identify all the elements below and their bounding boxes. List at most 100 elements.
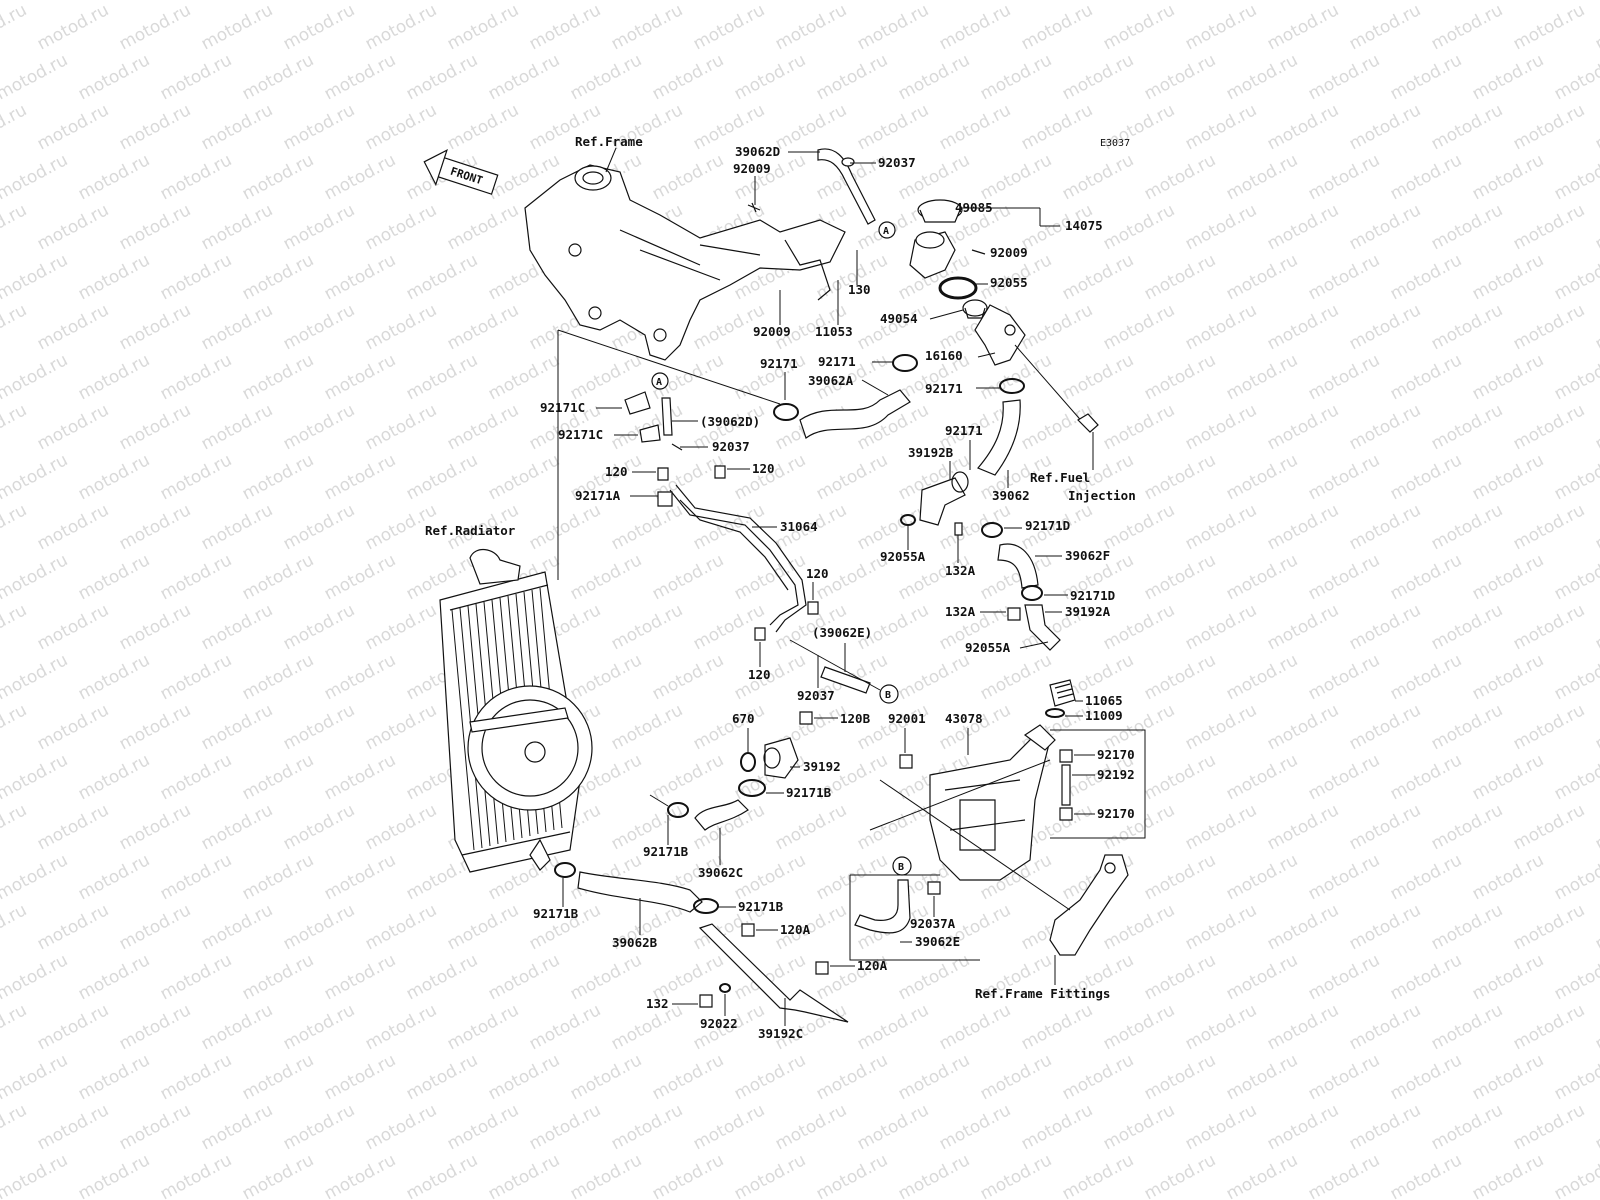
watermark-text: motod.ru <box>1059 1050 1137 1104</box>
ref-radiator-label: Ref.Radiator <box>425 523 516 538</box>
label-11065: 11065 <box>1085 693 1123 708</box>
clamp-92171B-d <box>693 898 719 914</box>
watermark-text: motod.ru <box>813 50 891 104</box>
label-120-d: 120 <box>748 667 771 682</box>
watermark-text: motod.ru <box>1141 950 1219 1004</box>
watermark-text: motod.ru <box>239 250 317 304</box>
clamp-92171C-b <box>639 424 661 443</box>
watermark-text: motod.ru <box>157 0 235 4</box>
watermark-text: motod.ru <box>34 100 112 154</box>
watermark-text: motod.ru <box>0 50 71 104</box>
watermark-text: motod.ru <box>34 300 112 354</box>
watermark-text: motod.ru <box>1387 50 1465 104</box>
label-39062A: 39062A <box>808 373 854 388</box>
watermark-text: motod.ru <box>485 0 563 4</box>
watermark-text: motod.ru <box>239 550 317 604</box>
watermark-text: motod.ru <box>1346 800 1424 854</box>
watermark-text: motod.ru <box>1059 50 1137 104</box>
hose-39062D <box>817 148 876 225</box>
watermark-text: motod.ru <box>1428 200 1506 254</box>
watermark-text: motod.ru <box>1346 100 1424 154</box>
watermark-text: motod.ru <box>1592 500 1600 554</box>
fitting-39192B <box>919 471 969 526</box>
label-92170-a: 92170 <box>1097 747 1135 762</box>
watermark-text: motod.ru <box>321 50 399 104</box>
watermark-text: motod.ru <box>690 700 768 754</box>
watermark-text: motod.ru <box>1592 100 1600 154</box>
label-120B: 120B <box>840 711 871 726</box>
watermark-text: motod.ru <box>1346 1100 1424 1154</box>
label-132: 132 <box>646 996 669 1011</box>
radiator-cap <box>917 199 963 223</box>
watermark-text: motod.ru <box>1182 400 1260 454</box>
watermark-text: motod.ru <box>321 150 399 204</box>
watermark-text: motod.ru <box>608 1100 686 1154</box>
watermark-text: motod.ru <box>1346 1000 1424 1054</box>
watermark-text: motod.ru <box>403 1050 481 1104</box>
watermark-text: motod.ru <box>1182 600 1260 654</box>
watermark-text: motod.ru <box>444 1000 522 1054</box>
clamp-92171C-a <box>624 391 651 415</box>
watermark-text: motod.ru <box>362 700 440 754</box>
watermark-text: motod.ru <box>403 0 481 4</box>
watermark-text: motod.ru <box>977 50 1055 104</box>
watermark-text: motod.ru <box>75 450 153 504</box>
watermark-text: motod.ru <box>649 1150 727 1200</box>
watermark-text: motod.ru <box>1223 0 1301 4</box>
watermark-text: motod.ru <box>690 600 768 654</box>
watermark-text: motod.ru <box>1469 950 1547 1004</box>
clamp-92171-left <box>773 403 799 421</box>
watermark-text: motod.ru <box>1100 600 1178 654</box>
marker-a-left: A <box>651 372 669 390</box>
watermark-text: motod.ru <box>1141 50 1219 104</box>
label-92171B-d: 92171B <box>738 899 784 914</box>
watermark-text: motod.ru <box>1305 450 1383 504</box>
watermark-text: motod.ru <box>1469 0 1547 4</box>
watermark-text: motod.ru <box>444 300 522 354</box>
watermark-text: motod.ru <box>895 50 973 104</box>
watermark-text: motod.ru <box>977 1150 1055 1200</box>
diagram-code: E3037 <box>1100 138 1130 149</box>
frame-part <box>524 164 846 361</box>
watermark-text: motod.ru <box>1100 500 1178 554</box>
watermark-text: motod.ru <box>444 400 522 454</box>
watermark-text: motod.ru <box>1469 750 1547 804</box>
watermark-text: motod.ru <box>0 900 30 954</box>
watermark-text: motod.ru <box>1469 1150 1547 1200</box>
watermark-text: motod.ru <box>1592 700 1600 754</box>
watermark-text: motod.ru <box>0 950 71 1004</box>
watermark-text: motod.ru <box>1141 750 1219 804</box>
watermark-text: motod.ru <box>1223 250 1301 304</box>
front-arrow: FRONT <box>423 149 499 195</box>
watermark-text: motod.ru <box>1100 1100 1178 1154</box>
watermark-text: motod.ru <box>1428 700 1506 754</box>
watermark-text: motod.ru <box>608 600 686 654</box>
pipe-39062E <box>820 666 871 694</box>
watermark-text: motod.ru <box>1387 650 1465 704</box>
label-11053: 11053 <box>815 324 853 339</box>
label-120-a: 120 <box>605 464 628 479</box>
watermark-text: motod.ru <box>1264 800 1342 854</box>
watermark-text: motod.ru <box>1510 400 1588 454</box>
watermark-text: motod.ru <box>1182 700 1260 754</box>
watermark-text: motod.ru <box>567 1050 645 1104</box>
watermark-text: motod.ru <box>1387 150 1465 204</box>
svg-text:B: B <box>898 862 904 873</box>
watermark-text: motod.ru <box>1100 400 1178 454</box>
watermark-text: motod.ru <box>157 1150 235 1200</box>
hose-92192 <box>1061 764 1071 806</box>
watermark-text: motod.ru <box>321 0 399 4</box>
watermark-text: motod.ru <box>1305 1150 1383 1200</box>
watermark-text: motod.ru <box>0 1000 30 1054</box>
watermark-text: motod.ru <box>1264 900 1342 954</box>
watermark-text: motod.ru <box>1305 350 1383 404</box>
watermark-text: motod.ru <box>854 700 932 754</box>
watermark-text: motod.ru <box>239 150 317 204</box>
watermark-text: motod.ru <box>157 850 235 904</box>
watermark-text: motod.ru <box>895 0 973 4</box>
watermark-text: motod.ru <box>239 850 317 904</box>
watermark-text: motod.ru <box>444 100 522 154</box>
watermark-text: motod.ru <box>895 950 973 1004</box>
watermark-text: motod.ru <box>75 950 153 1004</box>
ref-frame-fittings-label: Ref.Frame Fittings <box>975 986 1110 1001</box>
